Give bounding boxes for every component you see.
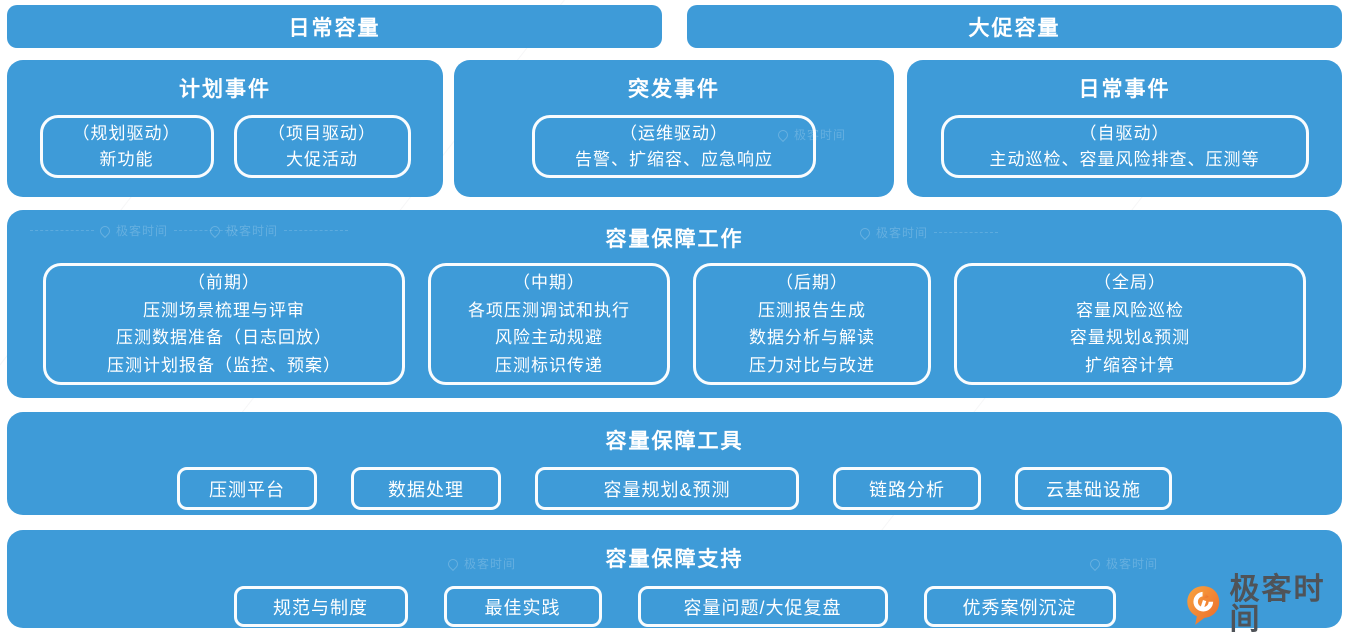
planned-events-box: 计划事件 （规划驱动） 新功能 （项目驱动） 大促活动 (7, 60, 443, 197)
daily-events-title: 日常事件 (1078, 78, 1171, 101)
pill-line: 数据分析与解读 (749, 328, 875, 348)
assurance-work-section: 容量保障工作 （前期） 压测场景梳理与评审 压测数据准备（日志回放） 压测计划报… (7, 210, 1342, 398)
geektime-logo: 极客时间 (1186, 575, 1349, 632)
header-promo-capacity: 大促容量 (687, 5, 1342, 48)
pill-line: 压测计划报备（监控、预案） (107, 355, 341, 375)
pill-mid-phase: （中期） 各项压测调试和执行 风险主动规避 压测标识传递 (428, 263, 670, 386)
assurance-support-items: 规范与制度 最佳实践 容量问题/大促复盘 优秀案例沉淀 (7, 586, 1342, 627)
support-pill-best-practices: 最佳实践 (443, 586, 602, 627)
pill-line: 扩缩容计算 (1085, 355, 1175, 375)
geektime-logo-text: 极客时间 (1229, 573, 1326, 632)
pill-line: 压测报告生成 (758, 300, 866, 320)
pill-line: 主动巡检、容量风险排查、压测等 (989, 149, 1260, 169)
pill-line: 风险主动规避 (495, 328, 603, 348)
pill-line: 各项压测调试和执行 (468, 300, 630, 320)
planned-events-title: 计划事件 (179, 78, 271, 101)
pill-line: 压测场景梳理与评审 (143, 300, 305, 320)
pill-late-phase: （后期） 压测报告生成 数据分析与解读 压力对比与改进 (693, 263, 931, 386)
pill-line: （前期） (188, 273, 260, 292)
assurance-support-title: 容量保障支持 (605, 548, 744, 571)
pill-early-phase: （前期） 压测场景梳理与评审 压测数据准备（日志回放） 压测计划报备（监控、预案… (43, 263, 405, 386)
tool-pill-link-analysis: 链路分析 (833, 467, 981, 510)
tool-pill-capacity-planning-forecast: 容量规划&预测 (535, 467, 799, 510)
pill-line: 压测数据准备（日志回放） (116, 328, 332, 348)
pill-line: 压力对比与改进 (749, 355, 875, 375)
pill-line: （自驱动） (1079, 124, 1170, 143)
pill-line: （后期） (776, 273, 848, 292)
pill-line: 容量风险巡检 (1076, 300, 1184, 320)
assurance-support-section: 容量保障支持 规范与制度 最佳实践 容量问题/大促复盘 优秀案例沉淀 (7, 530, 1342, 628)
support-pill-review: 容量问题/大促复盘 (637, 586, 888, 627)
pill-self-driven: （自驱动） 主动巡检、容量风险排查、压测等 (940, 115, 1309, 178)
header-daily-capacity: 日常容量 (7, 5, 662, 48)
sudden-events-title: 突发事件 (628, 78, 720, 101)
tool-pill-data-processing: 数据处理 (351, 467, 501, 510)
tool-pill-pressure-test-platform: 压测平台 (177, 467, 317, 510)
pill-ops-driven: （运维驱动） 告警、扩缩容、应急响应 (532, 115, 816, 178)
pill-line: （全局） (1094, 273, 1166, 292)
header-promo-capacity-label: 大促容量 (968, 16, 1061, 40)
support-pill-standards: 规范与制度 (233, 586, 408, 627)
daily-events-box: 日常事件 （自驱动） 主动巡检、容量风险排查、压测等 (907, 60, 1342, 197)
geektime-logo-icon (1187, 585, 1220, 625)
daily-events-items: （自驱动） 主动巡检、容量风险排查、压测等 (907, 115, 1342, 178)
header-daily-capacity-label: 日常容量 (288, 16, 381, 40)
pill-line: （中期） (513, 273, 585, 292)
pill-line: 容量规划&预测 (1069, 328, 1191, 348)
assurance-work-items: （前期） 压测场景梳理与评审 压测数据准备（日志回放） 压测计划报备（监控、预案… (7, 263, 1342, 386)
pill-line: （规划驱动） (72, 124, 181, 143)
pill-planning-driven: （规划驱动） 新功能 (39, 115, 214, 178)
pill-project-driven: （项目驱动） 大促活动 (233, 115, 411, 178)
pill-line: （运维驱动） (620, 124, 728, 143)
planned-events-items: （规划驱动） 新功能 （项目驱动） 大促活动 (7, 115, 443, 178)
pill-line: 告警、扩缩容、应急响应 (575, 149, 773, 169)
assurance-tools-title: 容量保障工具 (605, 430, 744, 453)
assurance-tools-section: 容量保障工具 压测平台 数据处理 容量规划&预测 链路分析 云基础设施 (7, 412, 1342, 515)
pill-line: 大促活动 (286, 149, 358, 169)
assurance-tools-items: 压测平台 数据处理 容量规划&预测 链路分析 云基础设施 (7, 467, 1342, 510)
pill-global-phase: （全局） 容量风险巡检 容量规划&预测 扩缩容计算 (954, 263, 1306, 386)
pill-line: 新功能 (99, 149, 154, 169)
tool-pill-cloud-infrastructure: 云基础设施 (1015, 467, 1172, 510)
sudden-events-items: （运维驱动） 告警、扩缩容、应急响应 (454, 115, 894, 178)
assurance-work-title: 容量保障工作 (605, 228, 744, 251)
pill-line: （项目驱动） (268, 124, 376, 143)
sudden-events-box: 突发事件 （运维驱动） 告警、扩缩容、应急响应 (454, 60, 894, 197)
support-pill-cases: 优秀案例沉淀 (923, 586, 1116, 627)
pill-line: 压测标识传递 (495, 355, 603, 375)
